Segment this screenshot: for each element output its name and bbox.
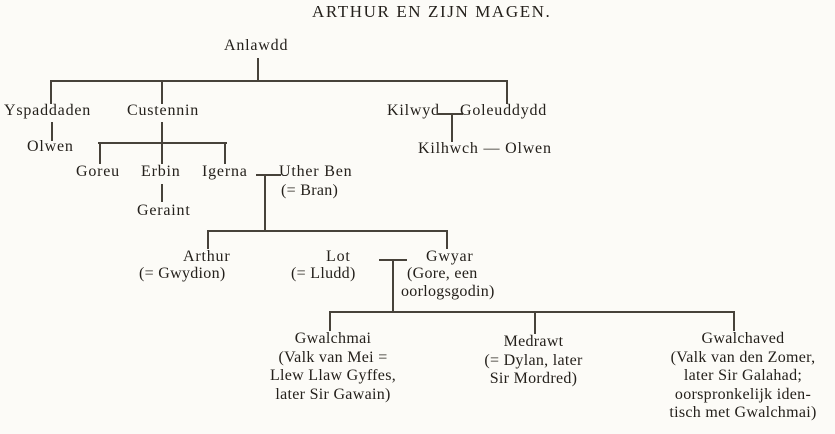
node-olwen: Olwen xyxy=(27,138,74,155)
node-kilwyd: Kilwyd xyxy=(387,102,440,119)
connector-lot-marriage-drop xyxy=(392,260,394,313)
connector-drop-yspaddaden xyxy=(50,80,52,104)
connector-yspaddaden-olwen xyxy=(51,122,53,141)
node-medrawt-note-line2: Sir Mordred) xyxy=(489,370,578,387)
connector-drop-arthur xyxy=(207,230,209,249)
connector-custennin-down xyxy=(161,122,163,144)
node-kilhwch-olwen: Kilhwch — Olwen xyxy=(418,140,552,157)
connector-drop-igerna xyxy=(224,142,226,164)
node-gwalchmai-note-line2: Llew Llaw Gyffes, xyxy=(269,367,397,384)
node-anlawdd: Anlawdd xyxy=(224,37,289,54)
node-gwalchaved-note-line3: oorspronkelijk iden- xyxy=(674,385,812,403)
connector-drop-goreu xyxy=(99,142,101,164)
node-gwyar-note-line2: oorlogsgodin) xyxy=(401,283,495,300)
node-gwyar: Gwyar xyxy=(426,248,474,265)
node-igerna: Igerna xyxy=(202,163,248,180)
connector-igerna-marriage-drop xyxy=(264,175,266,232)
connector-lot-children-bar xyxy=(329,311,735,313)
connector-anlawdd-drop xyxy=(257,58,259,81)
node-yspaddaden: Yspaddaden xyxy=(4,102,92,119)
node-geraint: Geraint xyxy=(137,202,191,219)
node-medrawt-block: Medrawt (= Dylan, later Sir Mordred) xyxy=(451,333,616,389)
node-erbin: Erbin xyxy=(141,163,181,180)
node-gwalchaved-note-line4: tisch met Gwalchmai) xyxy=(669,404,817,421)
node-gwalchaved-note-line2: later Sir Galahad; xyxy=(683,367,803,384)
node-medrawt: Medrawt xyxy=(503,333,564,350)
node-gwalchmai-note-line1: (Valk van Mei = xyxy=(278,348,388,366)
node-gwalchaved-block: Gwalchaved (Valk van den Zomer, later Si… xyxy=(651,330,835,423)
connector-erbin-geraint xyxy=(161,184,163,202)
node-goleuddydd: Goleuddydd xyxy=(460,102,548,119)
node-gwalchmai-note-line3: later Sir Gawain) xyxy=(275,385,391,403)
connector-drop-medrawt xyxy=(534,311,536,334)
node-gwalchaved-note-line1: (Valk van den Zomer, xyxy=(670,348,816,366)
connector-uther-children-bar xyxy=(207,230,448,232)
node-custennin: Custennin xyxy=(127,102,200,119)
node-uther-ben: Uther Ben xyxy=(279,163,353,180)
node-medrawt-note-line1: (= Dylan, later xyxy=(484,351,583,369)
connector-drop-gwalchmai xyxy=(329,311,331,331)
connector-kilwyd-marriage-drop xyxy=(451,114,453,142)
node-gwyar-note-line1: (Gore, een xyxy=(407,265,478,282)
node-uther-ben-note: (= Bran) xyxy=(281,182,339,199)
connector-drop-custennin xyxy=(161,80,163,104)
node-arthur-note: (= Gwydion) xyxy=(139,265,226,282)
connector-anlawdd-children-bar xyxy=(50,80,508,82)
connector-drop-gwalchaved xyxy=(733,311,735,331)
marriage-line-igerna-uther xyxy=(256,174,281,176)
node-gwalchmai: Gwalchmai xyxy=(294,330,372,347)
connector-drop-goleuddydd xyxy=(506,80,508,104)
node-arthur: Arthur xyxy=(183,248,231,265)
node-goreu: Goreu xyxy=(76,163,120,180)
node-lot-note: (= Lludd) xyxy=(291,265,356,282)
connector-drop-gwyar xyxy=(446,230,448,249)
node-gwalchmai-block: Gwalchmai (Valk van Mei = Llew Llaw Gyff… xyxy=(243,330,423,404)
page-title: ARTHUR EN ZIJN MAGEN. xyxy=(312,2,552,21)
connector-drop-erbin xyxy=(161,142,163,164)
node-lot: Lot xyxy=(326,248,351,265)
marriage-line-kilwyd-goleuddydd xyxy=(437,113,463,115)
node-gwalchaved: Gwalchaved xyxy=(701,330,785,347)
